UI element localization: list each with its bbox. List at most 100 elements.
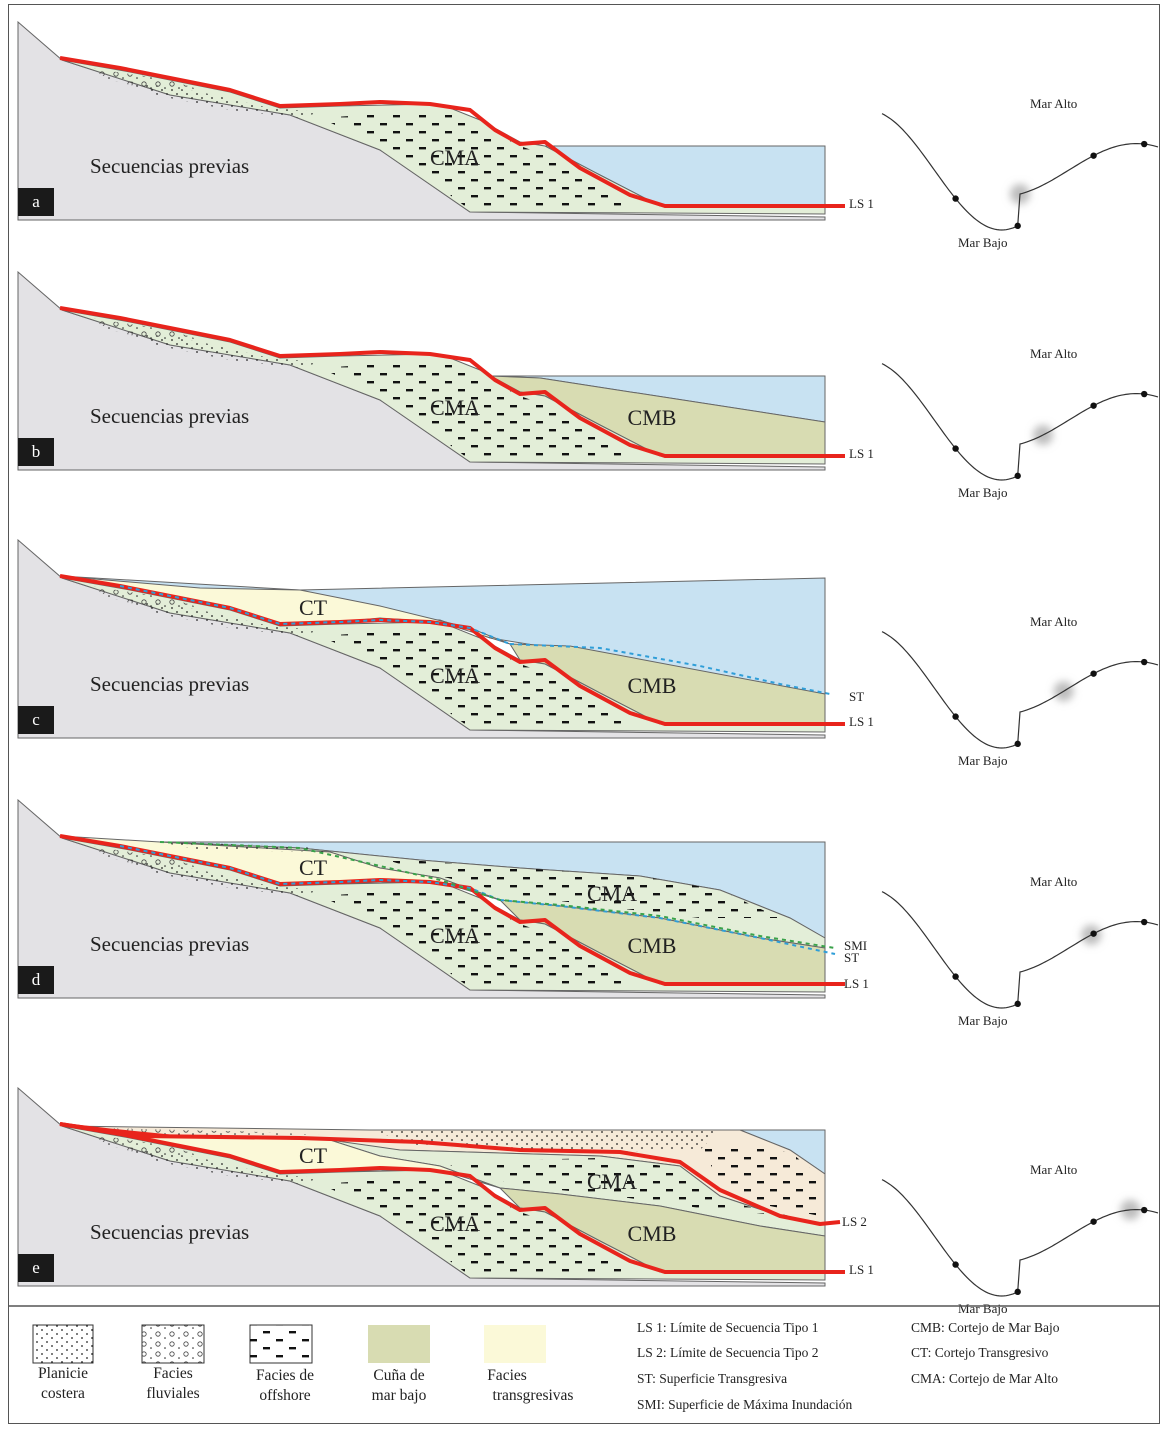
sequence-boundary-ls1 <box>59 574 845 726</box>
transgressive-surface-st <box>509 643 831 695</box>
offshore-facies-upper <box>380 858 780 918</box>
panel-letter: c <box>32 710 40 729</box>
unit-label-ct: CT <box>299 1143 328 1168</box>
transgressive-swatch <box>484 1325 546 1363</box>
sequence-boundary-ls1 <box>59 834 845 986</box>
mar-bajo-label: Mar Bajo <box>958 235 1007 250</box>
fluvial-facies <box>90 68 200 92</box>
legend-label-line1: Facies <box>487 1367 527 1384</box>
mar-alto-label: Mar Alto <box>1030 96 1077 111</box>
line-label-ls1: LS 1 <box>849 1262 874 1277</box>
stage-marker <box>1014 740 1021 748</box>
coastal-plain-pattern <box>33 1325 93 1363</box>
legend-key-cma: CMA: Cortejo de Mar Alto <box>911 1371 1058 1386</box>
mar-alto-label: Mar Alto <box>1030 1162 1077 1177</box>
sequence-boundary-ls1 <box>59 1122 845 1274</box>
legend-key-smi: SMI: Superficie de Máxima Inundación <box>637 1397 852 1412</box>
stage-marker <box>1090 152 1097 159</box>
panel-letter-box <box>18 188 54 216</box>
unit-label-cmb: CMB <box>628 673 677 698</box>
legend-label-line2: mar bajo <box>372 1387 427 1404</box>
panel-letter: a <box>32 192 40 211</box>
previous-sequences-label: Secuencias previas <box>90 404 249 428</box>
unit-label-cma: CMA <box>430 923 480 948</box>
sea-level-line <box>881 363 1159 481</box>
sequence-boundary-ls2 <box>59 1122 841 1226</box>
panel-letter: b <box>32 442 41 461</box>
stage-marker <box>1141 390 1148 398</box>
panel-letter-box <box>18 966 54 994</box>
offshore-facies-upper <box>440 1158 790 1216</box>
unit-label-cmb: CMB <box>628 1221 677 1246</box>
stage-marker <box>952 713 959 720</box>
mar-bajo-label: Mar Bajo <box>958 485 1007 500</box>
panel-letter: e <box>32 1258 40 1277</box>
offshore-facies <box>320 888 640 988</box>
legend-swatch-transgressive: Facies transgresivas <box>484 1325 573 1404</box>
lowstand-wedge-swatch <box>368 1325 430 1363</box>
line-label-smi: SMI <box>844 938 867 953</box>
mar-bajo-label: Mar Bajo <box>958 1301 1007 1316</box>
stage-marker <box>1014 222 1021 230</box>
legend-swatch-coastal-plain: Planicie costera <box>32 1324 94 1402</box>
unit-label-ct: CT <box>299 855 328 880</box>
legend-swatch-offshore: Facies de offshore <box>249 1324 314 1404</box>
stage-marker <box>1090 1218 1097 1225</box>
sea-level-line <box>881 631 1159 749</box>
stage-marker <box>1141 918 1148 926</box>
legend-label-line2: offshore <box>259 1387 310 1404</box>
legend-label-line2: transgresivas <box>493 1387 574 1404</box>
legend-label-line1: Facies de <box>256 1367 314 1384</box>
unit-label-cma: CMA <box>430 395 480 420</box>
line-label-st: ST <box>849 689 864 704</box>
legend-key-cmb: CMB: Cortejo de Mar Bajo <box>911 1320 1060 1335</box>
previous-sequences-label: Secuencias previas <box>90 932 249 956</box>
stage-marker <box>1141 140 1148 148</box>
unit-label-cma: CMA <box>430 663 480 688</box>
fluvial-facies <box>90 846 200 870</box>
unit-label-cmb: CMB <box>628 933 677 958</box>
fluvial-pattern <box>142 1325 204 1363</box>
stage-marker <box>1014 1000 1021 1008</box>
panel-b: b Secuencias previas CMA CMB LS 1 <box>17 270 874 471</box>
transgressive-surface-overlay <box>119 585 511 645</box>
stage-marker <box>1141 658 1148 666</box>
stage-marker <box>952 195 959 202</box>
legend-key-ls1: LS 1: Límite de Secuencia Tipo 1 <box>637 1320 819 1335</box>
panel-letter-box <box>18 438 54 466</box>
stage-marker <box>952 1261 959 1268</box>
previous-sequences-label: Secuencias previas <box>90 154 249 178</box>
stage-marker <box>1014 472 1021 480</box>
unit-label-cma-upper: CMA <box>587 881 637 906</box>
sequence-boundary-ls1 <box>59 56 845 208</box>
line-label-ls1: LS 1 <box>849 714 874 729</box>
sea-level-line <box>881 1179 1159 1297</box>
panel-letter-box <box>18 706 54 734</box>
ls2-branch <box>59 1122 171 1138</box>
stage-marker <box>1090 670 1097 677</box>
legend-key-ls2: LS 2: Límite de Secuencia Tipo 2 <box>637 1345 819 1360</box>
figure-frame <box>8 4 1160 1424</box>
previous-sequences-label: Secuencias previas <box>90 672 249 696</box>
previous-sequences-label: Secuencias previas <box>90 1220 249 1244</box>
stage-marker <box>1090 402 1097 409</box>
offshore-facies <box>320 110 640 210</box>
offshore-pattern <box>250 1325 312 1363</box>
line-label-ls2: LS 2 <box>842 1214 867 1229</box>
fluvial-facies <box>90 318 200 342</box>
panel-letter-box <box>18 1254 54 1282</box>
stage-marker <box>1141 1206 1148 1214</box>
sea-level-line <box>881 113 1159 231</box>
sequence-boundary-ls1 <box>59 306 845 458</box>
stage-marker <box>1090 930 1097 937</box>
legend-key-ct: CT: Cortejo Transgresivo <box>911 1345 1049 1360</box>
mar-alto-label: Mar Alto <box>1030 346 1077 361</box>
panel-e: e Secuencias previas CMA CMB CT CMA LS 2… <box>17 1086 874 1287</box>
mar-alto-label: Mar Alto <box>1030 614 1077 629</box>
legend-label-line1: Facies <box>153 1365 193 1382</box>
